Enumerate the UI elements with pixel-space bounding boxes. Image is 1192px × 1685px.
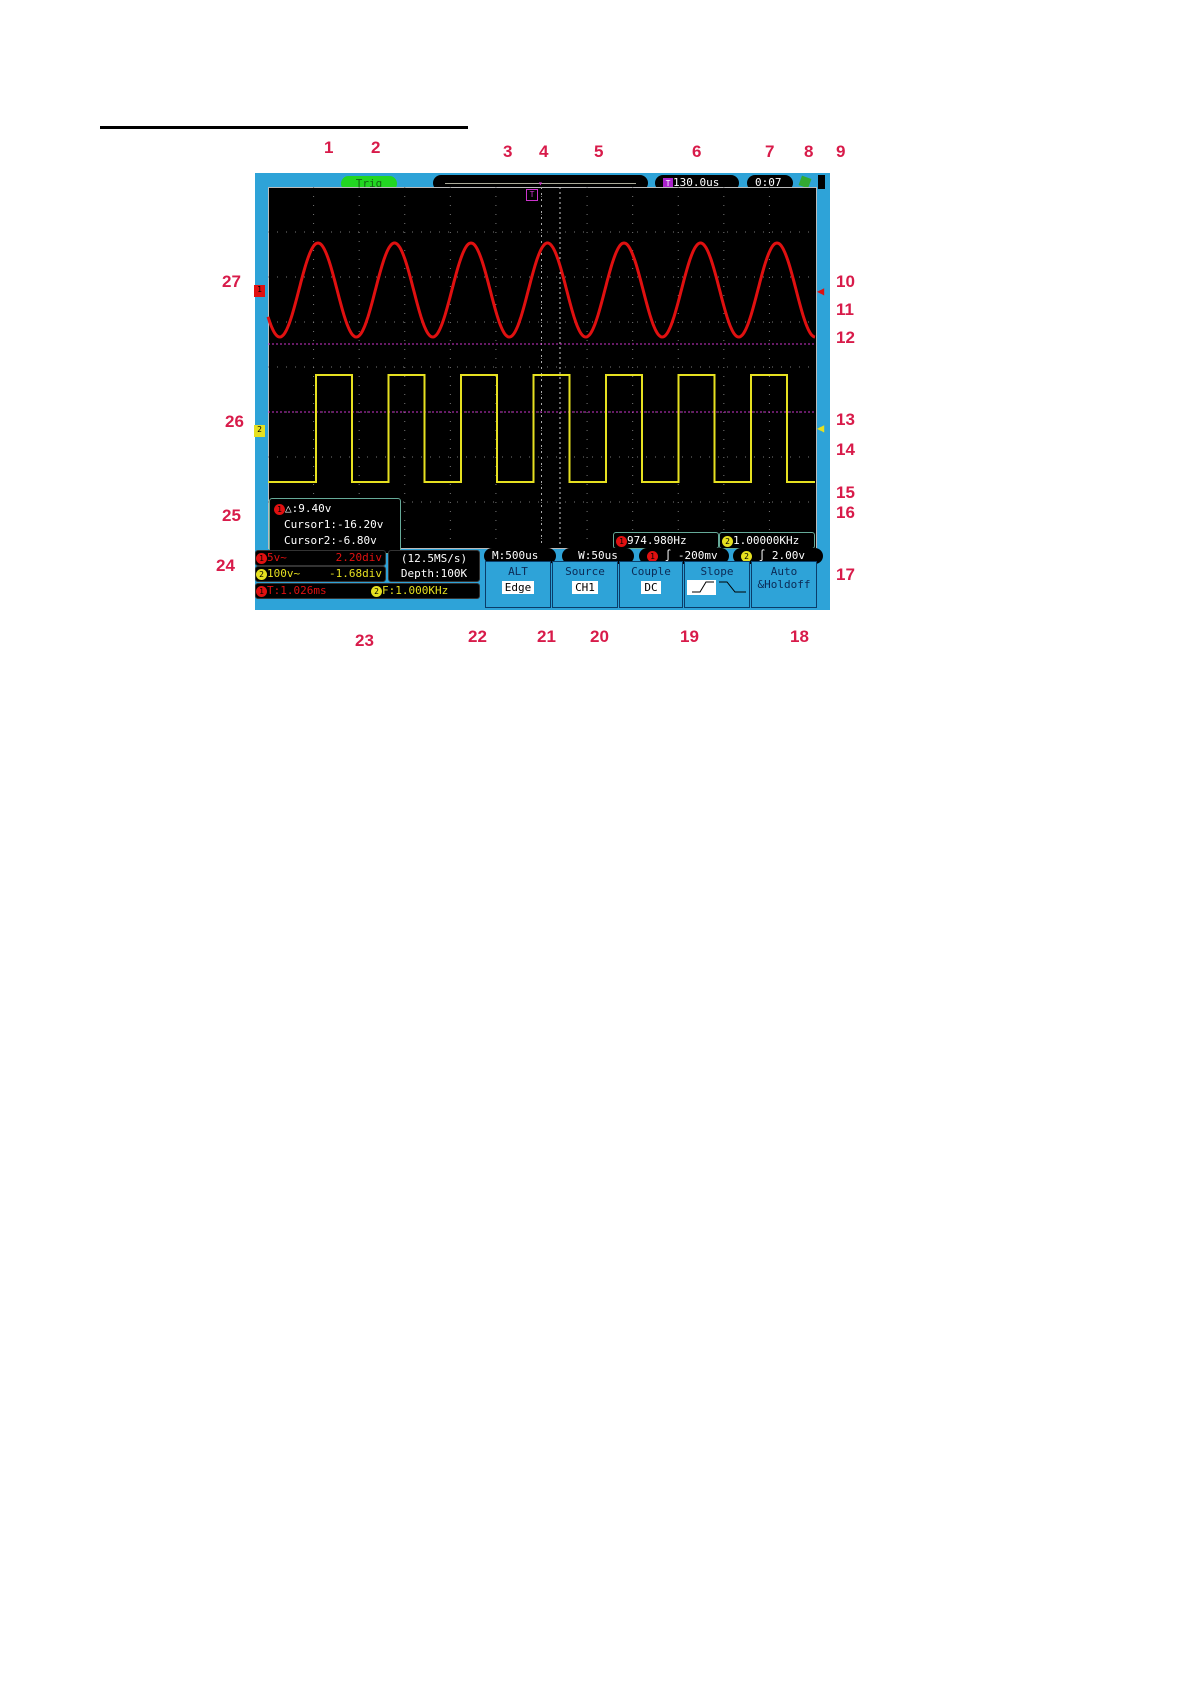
callout-21: 21 <box>537 627 556 646</box>
callout-8: 8 <box>804 142 814 161</box>
sampling-info: (12.5MS/s) Depth:100K <box>388 550 480 582</box>
ch2-trigger-value: 2.00v <box>771 549 805 562</box>
ch1-trigger-value: -200mv <box>677 549 718 562</box>
menu-value: Edge <box>501 581 535 594</box>
period-value: T:1.026ms <box>267 584 327 597</box>
callout-5: 5 <box>594 142 604 161</box>
ch2-frequency: 1.00000KHz <box>733 534 800 547</box>
callout-24: 24 <box>216 556 235 575</box>
slope-icons <box>687 580 746 595</box>
record-depth: Depth:100K <box>400 567 468 580</box>
ch2-trigger-level: 2 ∫ 2.00v <box>733 548 823 564</box>
menu-title: Slope <box>700 565 734 578</box>
ch2-marker-icon[interactable]: 2 <box>254 425 265 437</box>
menu-title: Couple <box>631 565 671 578</box>
callout-11: 11 <box>836 300 854 319</box>
ch1-icon: 1 <box>256 552 267 564</box>
callout-12: 12 <box>836 328 855 347</box>
menu-slope[interactable]: Slope <box>684 561 750 608</box>
menu-value: DC <box>641 581 661 594</box>
rising-edge-icon: ∫ <box>758 549 766 562</box>
ch1-icon: 1 <box>616 535 627 547</box>
menu-value: &Holdoff <box>757 578 811 591</box>
cursor1-value: Cursor1:-16.20v <box>284 518 384 531</box>
ch1-frequency: 974.980Hz <box>627 534 687 547</box>
callout-4: 4 <box>539 142 549 161</box>
ch1-marker-icon[interactable]: 1 <box>254 285 265 297</box>
section-rule <box>100 126 468 129</box>
menu-title: Auto <box>770 565 798 578</box>
callout-16: 16 <box>836 503 855 522</box>
rising-edge-icon: ∫ <box>664 549 672 562</box>
frequency-value: F:1.000KHz <box>382 584 449 597</box>
callout-1: 1 <box>324 138 334 157</box>
callout-26: 26 <box>225 412 244 431</box>
callout-17: 17 <box>836 565 855 584</box>
window-marker-icon: ▾ <box>538 179 543 188</box>
ch1-scale: 5v~ <box>267 551 287 564</box>
trigger-position: 130.0us <box>673 176 720 189</box>
callout-2: 2 <box>371 138 381 157</box>
ch2-icon: 2 <box>741 550 752 562</box>
ch2-icon: 2 <box>722 535 733 547</box>
main-timebase: M:500us <box>484 548 556 564</box>
callout-13: 13 <box>836 410 855 429</box>
menu-title: ALT <box>508 565 528 578</box>
callout-18: 18 <box>790 627 809 646</box>
ch1-sine-waveform <box>266 241 816 339</box>
ch1-icon: 1 <box>647 550 658 562</box>
trigger-marker-icon: T <box>526 189 538 201</box>
ch1-trigger-level: 1 ∫ -200mv <box>639 548 729 564</box>
ch2-offset: -1.68div <box>329 567 382 580</box>
menu-auto-holdoff[interactable]: Auto&Holdoff <box>751 561 817 608</box>
ch1-icon: 1 <box>256 585 267 597</box>
battery-icon <box>818 175 825 189</box>
trigger-t-icon: T <box>663 178 673 189</box>
ch2-scale: 100v~ <box>267 567 301 580</box>
window-timebase: W:50us <box>562 548 634 564</box>
ch2-icon: 2 <box>256 568 267 580</box>
cursor-measure-box: 1△:9.40v Cursor1:-16.20v Cursor2:-6.80v <box>269 498 401 554</box>
callout-7: 7 <box>765 142 775 161</box>
menu-title: Source <box>565 565 605 578</box>
callout-22: 22 <box>468 627 487 646</box>
callout-10: 10 <box>836 272 855 291</box>
callout-14: 14 <box>836 440 855 459</box>
callout-3: 3 <box>503 142 513 161</box>
sample-rate: (12.5MS/s) <box>400 552 468 565</box>
rising-slope-selected[interactable] <box>687 580 716 595</box>
callout-23: 23 <box>355 631 374 650</box>
waveforms <box>266 187 816 547</box>
ch1-trigger-level-icon: ◀ <box>817 284 825 298</box>
callout-15: 15 <box>836 483 855 502</box>
cursor2-value: Cursor2:-6.80v <box>284 534 377 547</box>
ch2-trigger-level-icon: ◀ <box>817 421 825 435</box>
menu-value: CH1 <box>572 581 598 594</box>
callout-19: 19 <box>680 627 699 646</box>
ch1-offset: 2.20div <box>335 551 382 564</box>
ch1-icon: 1 <box>274 503 285 515</box>
cursor-delta: △:9.40v <box>285 502 332 515</box>
memory-track <box>445 183 636 184</box>
callout-6: 6 <box>692 142 702 161</box>
callout-9: 9 <box>836 142 846 161</box>
callout-25: 25 <box>222 506 241 525</box>
callout-20: 20 <box>590 627 609 646</box>
ch2-square-waveform <box>268 374 815 483</box>
menu-alt-edge[interactable]: ALT Edge <box>485 561 551 608</box>
callout-27: 27 <box>222 272 241 291</box>
ch2-icon: 2 <box>371 585 382 597</box>
